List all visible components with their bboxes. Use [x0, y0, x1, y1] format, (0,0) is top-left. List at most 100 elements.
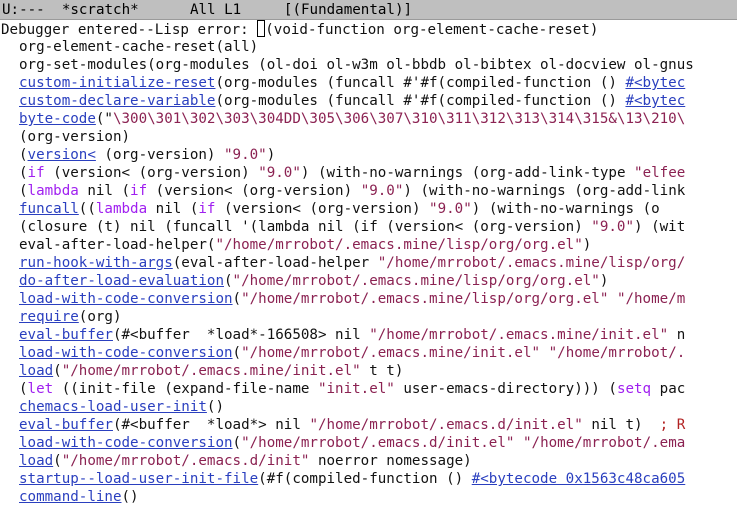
- code-text: (: [232, 345, 242, 361]
- string-literal: "/home/mrrobot/.emacs.mine/init.el": [369, 327, 669, 343]
- backtrace-frame[interactable]: (org-version): [0, 128, 737, 146]
- backtrace-frame[interactable]: do-after-load-evaluation("/home/mrrobot/…: [0, 272, 737, 290]
- code-text: user-emacs-directory))) (: [394, 381, 617, 397]
- backtrace-frame[interactable]: org-element-cache-reset(all): [0, 38, 737, 56]
- code-text: ) (with-no-warnings (o: [471, 201, 660, 217]
- backtrace-frame[interactable]: eval-buffer(#<buffer *load*> nil "/home/…: [0, 416, 737, 434]
- backtrace-frame[interactable]: load-with-code-conversion("/home/mrrobot…: [0, 344, 737, 362]
- backtrace-frame[interactable]: (if (version< (org-version) "9.0") (with…: [0, 164, 737, 182]
- code-text: t t): [360, 363, 404, 379]
- code-text: nil t): [582, 417, 660, 433]
- code-text: (: [232, 435, 242, 451]
- function-link[interactable]: do-after-load-evaluation: [19, 273, 224, 289]
- code-text: (eval-after-load-helper: [172, 255, 378, 271]
- function-link[interactable]: eval-buffer: [19, 417, 113, 433]
- function-link[interactable]: run-hook-with-args: [19, 255, 173, 271]
- backtrace-frame[interactable]: (let ((init-file (expand-file-name "init…: [0, 380, 737, 398]
- keyword: setq: [616, 381, 652, 397]
- backtrace-frame[interactable]: command-line(): [0, 488, 737, 506]
- code-text: Debugger entered--Lisp error:: [1, 22, 258, 38]
- backtrace-frame[interactable]: custom-initialize-reset(org-modules (fun…: [0, 74, 737, 92]
- code-text: org-element-cache-reset(all): [19, 39, 259, 55]
- code-text: ((: [78, 201, 96, 217]
- backtrace-buffer[interactable]: Debugger entered--Lisp error: (void-func…: [0, 20, 737, 506]
- string-literal: "9.0": [360, 183, 404, 199]
- code-text: ((init-file (expand-file-name: [53, 381, 318, 397]
- code-text: ) (with-no-warnings (org-add-link-type: [300, 165, 635, 181]
- backtrace-frame[interactable]: funcall((lambda nil (if (version< (org-v…: [0, 200, 737, 218]
- code-text: (#<buffer *load*> nil: [112, 417, 310, 433]
- code-text: (: [224, 273, 233, 289]
- function-link[interactable]: #<bytecode 0x1563c48ca605: [471, 471, 686, 487]
- function-link[interactable]: chemacs-load-user-init: [19, 399, 207, 415]
- function-link[interactable]: startup--load-user-init-file: [19, 471, 259, 487]
- code-text: [514, 435, 523, 451]
- code-text: (: [53, 363, 62, 379]
- code-text: (: [19, 165, 28, 181]
- backtrace-frame[interactable]: org-set-modules(org-modules (ol-doi ol-w…: [0, 56, 737, 74]
- backtrace-frame[interactable]: byte-code("\300\301\302\303\304DD\305\30…: [0, 110, 737, 128]
- function-link[interactable]: load-with-code-conversion: [19, 291, 233, 307]
- code-text: [608, 291, 617, 307]
- backtrace-frame[interactable]: load-with-code-conversion("/home/mrrobot…: [0, 290, 737, 308]
- string-literal: "9.0": [258, 165, 301, 181]
- code-text: (version< (org-version): [215, 201, 430, 217]
- modeline-buffer-name[interactable]: *scratch*: [61, 2, 139, 18]
- code-text: (version< (org-version): [44, 165, 259, 181]
- string-literal: "elfee: [634, 165, 686, 181]
- function-link[interactable]: #<bytec: [625, 93, 686, 109]
- backtrace-frame[interactable]: (version< (org-version) "9.0"): [0, 146, 737, 164]
- code-text: (org-version): [95, 147, 225, 163]
- backtrace-frame[interactable]: eval-after-load-helper("/home/mrrobot/.e…: [0, 236, 737, 254]
- backtrace-frame[interactable]: chemacs-load-user-init(): [0, 398, 737, 416]
- keyword: if: [27, 165, 45, 181]
- backtrace-frame[interactable]: custom-declare-variable(org-modules (fun…: [0, 92, 737, 110]
- code-text: ) (with-no-warnings (org-add-link: [403, 183, 686, 199]
- code-text: (org-modules (funcall #'#f(compiled-func…: [215, 93, 626, 109]
- string-literal: "/home/mrrobot/.emacs.d/init": [61, 453, 310, 469]
- function-link[interactable]: command-line: [19, 489, 122, 505]
- code-text: nil (: [78, 183, 131, 199]
- backtrace-frame[interactable]: run-hook-with-args(eval-after-load-helpe…: [0, 254, 737, 272]
- keyword: let: [27, 381, 54, 397]
- function-link[interactable]: load: [19, 363, 54, 379]
- backtrace-frame[interactable]: load-with-code-conversion("/home/mrrobot…: [0, 434, 737, 452]
- backtrace-frame[interactable]: startup--load-user-init-file(#f(compiled…: [0, 470, 737, 488]
- code-text: (#<buffer *load*-166508> nil: [112, 327, 370, 343]
- backtrace-frame[interactable]: require(org): [0, 308, 737, 326]
- comment: ; R: [659, 417, 686, 433]
- keyword: lambda: [27, 183, 79, 199]
- modeline-major-mode[interactable]: [(Fundamental)]: [283, 2, 413, 18]
- function-link[interactable]: eval-buffer: [19, 327, 113, 343]
- function-link[interactable]: #<bytec: [625, 75, 686, 91]
- function-link[interactable]: load: [19, 453, 54, 469]
- code-text: (org-modules (funcall #'#f(compiled-func…: [215, 75, 626, 91]
- debugger-error-line[interactable]: Debugger entered--Lisp error: (void-func…: [0, 20, 737, 38]
- backtrace-frame[interactable]: (lambda nil (if (version< (org-version) …: [0, 182, 737, 200]
- backtrace-frame[interactable]: eval-buffer(#<buffer *load*-166508> nil …: [0, 326, 737, 344]
- backtrace-frame[interactable]: load("/home/mrrobot/.emacs.d/init" noerr…: [0, 452, 737, 470]
- code-text: (: [19, 147, 28, 163]
- function-link[interactable]: byte-code: [19, 111, 96, 127]
- string-literal: "9.0": [224, 147, 267, 163]
- function-link[interactable]: load-with-code-conversion: [19, 435, 233, 451]
- code-text: n: [668, 327, 686, 343]
- text-cursor: [257, 20, 266, 37]
- string-literal: "/home/mrrobot/.emacs.d/init.el": [309, 417, 583, 433]
- backtrace-frame[interactable]: (closure (t) nil (funcall '(lambda nil (…: [0, 218, 737, 236]
- function-link[interactable]: funcall: [19, 201, 79, 217]
- code-text: (: [19, 381, 28, 397]
- code-text: (#f(compiled-function (): [258, 471, 472, 487]
- code-text: (version< (org-version): [147, 183, 361, 199]
- backtrace-frame[interactable]: load("/home/mrrobot/.emacs.mine/init.el"…: [0, 362, 737, 380]
- string-literal: "9.0": [429, 201, 472, 217]
- function-link[interactable]: version<: [27, 147, 96, 163]
- function-link[interactable]: require: [19, 309, 79, 325]
- function-link[interactable]: load-with-code-conversion: [19, 345, 233, 361]
- function-link[interactable]: custom-declare-variable: [19, 93, 216, 109]
- code-text: [540, 345, 549, 361]
- function-link[interactable]: custom-initialize-reset: [19, 75, 216, 91]
- modeline-status: U:---: [2, 2, 45, 18]
- code-text: pac: [651, 381, 686, 397]
- string-literal: \300\301\302\303\304DD\305\306\307\310\3…: [112, 111, 686, 127]
